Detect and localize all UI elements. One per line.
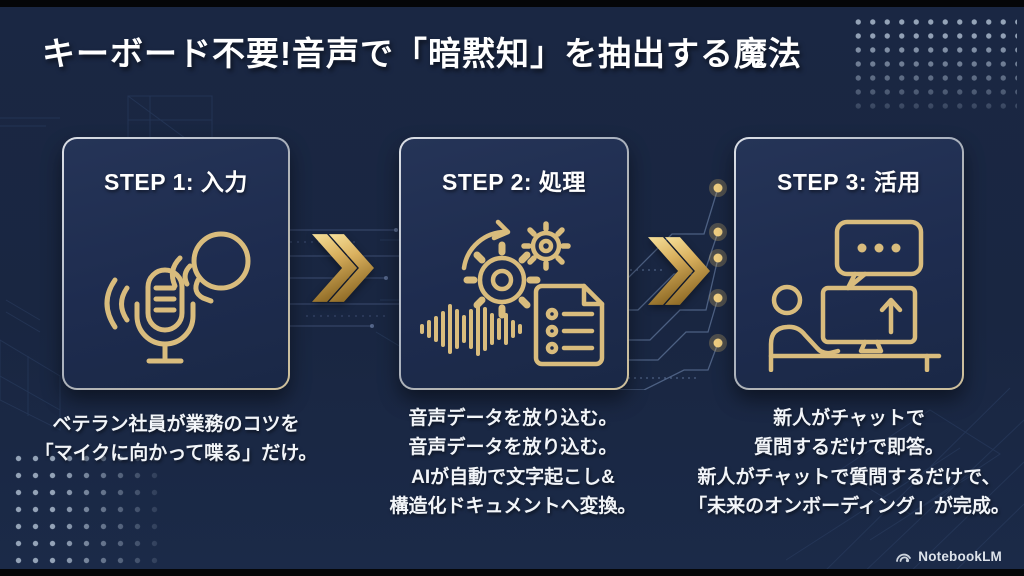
dot-grid-bottom-left — [10, 450, 162, 570]
mic-speaking-icon — [104, 231, 251, 363]
desc-line: 「未来のオンボーディング」が完成。 — [688, 496, 1010, 518]
footer-brand-label: NotebookLM — [918, 549, 1002, 564]
chevron-arrow-1 — [312, 234, 374, 302]
footer-brand: NotebookLM — [895, 549, 1002, 564]
gears-waveform-document-icon — [420, 219, 605, 366]
step-2-description: 音声データを放り込む。 音声データを放り込む。 AIが自動で文字起こし& 構造化… — [343, 404, 683, 522]
step-card-2: STEP 2: 処理 — [399, 137, 629, 390]
step-3-description: 新人がチャットで 質問するだけで即答。 新人がチャットで質問するだけで、 「未来… — [679, 404, 1019, 522]
dot-grid-top-right — [851, 15, 1017, 109]
page-title: キーボード不要!音声で「暗黙知」を抽出する魔法 — [42, 35, 802, 72]
notebooklm-logo-icon — [896, 553, 912, 563]
step-3-label: STEP 3: 活用 — [777, 169, 921, 195]
person-computer-chat-icon — [768, 219, 942, 372]
desc-line: AIが自動で文字起こし& — [411, 466, 615, 488]
desc-line: 音声データを放り込む。 — [408, 408, 618, 429]
desc-line: 新人がチャットで質問するだけで、 — [697, 466, 1001, 488]
desc-line: 質問するだけで即答。 — [753, 437, 944, 459]
letterbox-bottom — [0, 569, 1024, 576]
desc-line: 構造化ドキュメントへ変換。 — [389, 496, 637, 518]
letterbox-top — [0, 0, 1024, 7]
step-2-label: STEP 2: 処理 — [442, 169, 586, 195]
step-1-description: ベテラン社員が業務のコツを 「マイクに向かって喋る」だけ。 — [6, 410, 346, 469]
circuit-node-dots — [709, 179, 727, 352]
desc-line: 新人がチャットで — [773, 408, 925, 429]
step-card-3: STEP 3: 活用 — [734, 137, 964, 390]
desc-line: 音声データを放り込む。 — [408, 437, 618, 459]
step-1-label: STEP 1: 入力 — [104, 169, 248, 195]
desc-line: ベテラン社員が業務のコツを — [52, 414, 300, 435]
chevron-arrow-2 — [648, 237, 710, 305]
step-card-1: STEP 1: 入力 — [62, 137, 290, 390]
desc-line: 「マイクに向かって喋る」だけ。 — [34, 443, 318, 465]
